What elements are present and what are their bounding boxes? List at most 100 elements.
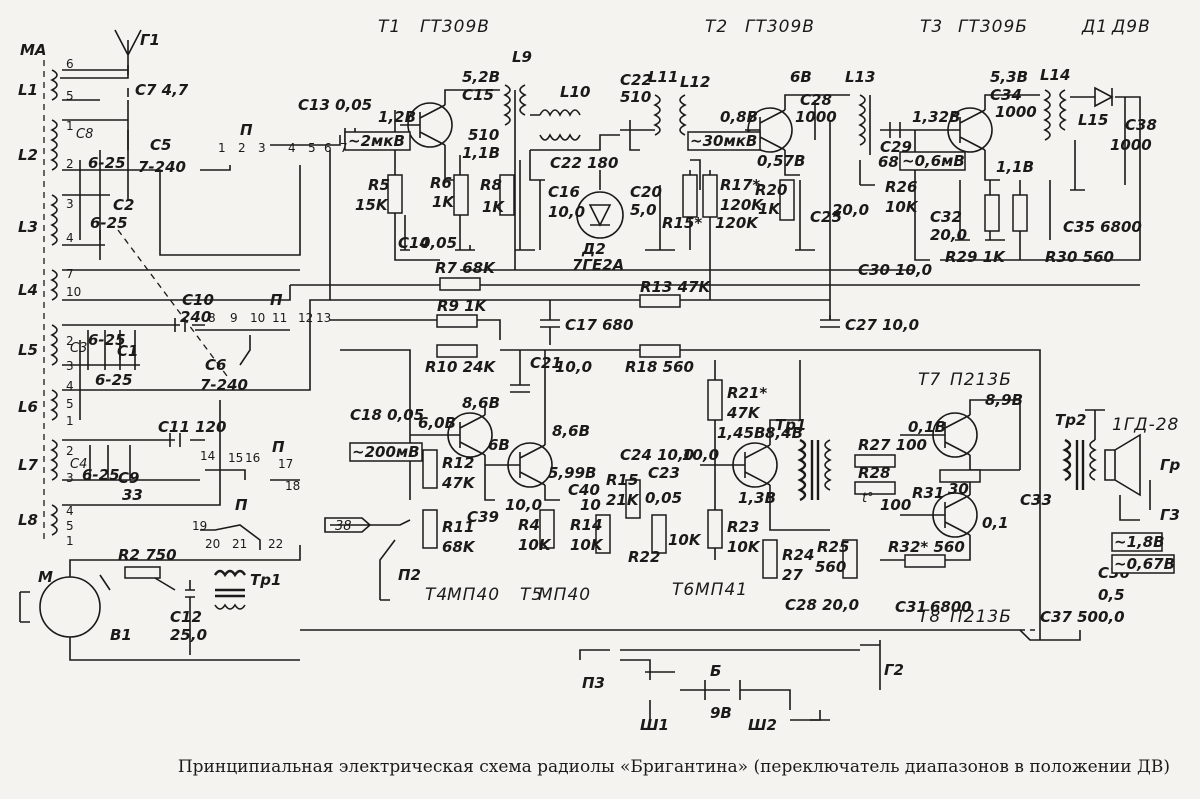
sh2-label: Ш2: [748, 716, 777, 734]
voltage-t3-base: 1,32В: [912, 108, 960, 126]
c20-value: 5,0: [630, 201, 657, 219]
switch-pin-numbers: 1 2 3 4 5 6 7 8 9 10 11 12 13 14 15 16 1…: [192, 141, 348, 551]
r24-label: R24: [782, 546, 814, 564]
c21-value: 10,0: [555, 358, 592, 376]
coil-pin: 5: [66, 519, 74, 533]
coil-l9: L9: [512, 48, 532, 66]
component-labels: C7 4,7 C5 7-240 C13 0,05 C15 C22 510 C22…: [70, 71, 1157, 644]
r15b-label: R15: [606, 471, 638, 489]
transistor-labels: T1 ГТ309В T2 ГТ309В T3 ГТ309Б T4 МП40 T5…: [378, 17, 1151, 627]
r17-value: 120K: [720, 196, 764, 214]
t7-type: П213Б: [950, 370, 1012, 390]
r15-value: 120K: [715, 214, 759, 232]
r12-label: R12: [442, 454, 474, 472]
r23-label: R23: [727, 518, 759, 536]
c14-label: C14: [398, 234, 430, 252]
pin-18: 18: [285, 479, 300, 493]
jack3-label: Г3: [1160, 506, 1180, 524]
signal-t1-input: ~2мкВ: [348, 132, 405, 150]
c28b-label: C28 20,0: [785, 596, 859, 614]
coil-pin: 4: [66, 231, 74, 245]
coil-pin: 2: [66, 444, 74, 458]
coil-l6: L6: [18, 398, 38, 416]
coil-pin: 4: [66, 504, 74, 518]
coil-l15: L15: [1078, 111, 1108, 129]
pin-22: 22: [268, 537, 283, 551]
pin-19: 19: [192, 519, 207, 533]
t4-type: МП40: [447, 585, 500, 605]
voltage-t5-emitter: 5,99В: [548, 464, 596, 482]
r18-label: R18 560: [625, 358, 694, 376]
pin-10: 10: [250, 311, 265, 325]
c27-label: C27 10,0: [845, 316, 919, 334]
r26-label: R26: [885, 178, 917, 196]
c32-value: 20,0: [930, 226, 967, 244]
r28-label: R28: [858, 464, 890, 482]
t4-ref: T4: [425, 585, 448, 605]
c6-value: 7-240: [200, 376, 248, 394]
r13-label: R13 47K: [640, 278, 712, 296]
voltage-t1-base: 1,2В: [378, 108, 416, 126]
r14-label: R14: [570, 516, 602, 534]
voltage-t4-collector: 8,6В: [462, 394, 500, 412]
c22b-label: C22 180: [550, 154, 618, 172]
voltage-t3-emitter: 1,1В: [996, 158, 1034, 176]
battery-label: Б: [710, 662, 721, 680]
trimmer-c4-value: 6-25: [82, 466, 120, 484]
t2-ref: T2: [705, 17, 728, 37]
d1-ref: Д1: [1081, 17, 1108, 37]
voltage-t1-collector: 5,2В: [462, 68, 500, 86]
coil-l3: L3: [18, 218, 38, 236]
pin-1: 1: [218, 141, 226, 155]
r25-label: R25: [817, 538, 849, 556]
switch-label-1: П: [240, 121, 253, 139]
tp1-output-label: Тр1: [775, 416, 806, 434]
r31-value: 30: [948, 480, 969, 498]
pin-13: 13: [316, 311, 331, 325]
r20-value: 1K: [758, 200, 781, 218]
diagram-caption: Принципиальная электрическая схема радио…: [0, 757, 1200, 777]
c25-label: C25: [810, 208, 842, 226]
voltage-labels: 1,2В 5,2В 1,1В 510 6В 0,8В 0,57В 5,3В 1,…: [378, 68, 1034, 532]
t1-ref: T1: [378, 17, 401, 37]
coil-l10: L10: [560, 83, 590, 101]
coil-pin: 6: [66, 57, 74, 71]
r31-label: R31: [912, 484, 944, 502]
trimmer-c8-value: 6-25: [88, 154, 126, 172]
c23-label: C23: [648, 464, 680, 482]
c2-label: C2: [113, 196, 134, 214]
coil-l5: L5: [18, 341, 38, 359]
r12-value: 47K: [441, 474, 476, 492]
d2-ref: Д2: [581, 240, 606, 258]
t3-type: ГТ309Б: [958, 17, 1028, 37]
voltage-t6-collector: 8,4В: [765, 424, 803, 442]
r14-value: 10K: [570, 536, 604, 554]
c30-label: C30 10,0: [858, 261, 932, 279]
voltage-t2-collector: 6В: [790, 68, 812, 86]
c25-value: 20,0: [832, 201, 869, 219]
r8-value: 1K: [482, 198, 505, 216]
coil-pin-numbers: 6 5 1 2 3 4 7 10 2 3 4 5 1 2 3 4 5 1: [66, 57, 81, 548]
r22-value: 10K: [668, 531, 702, 549]
voltage-t2-base: 0,8В: [720, 108, 758, 126]
d1-type: Д9В: [1111, 17, 1151, 37]
r5-value: 15K: [355, 196, 389, 214]
c13-label: C13 0,05: [298, 96, 372, 114]
c5-value: 7-240: [138, 158, 186, 176]
c28-label: C28: [800, 91, 832, 109]
coil-l12: L12: [680, 73, 710, 91]
voltage-t6-emitter: 1,3В: [738, 489, 776, 507]
coil-pin: 1: [66, 414, 74, 428]
p2-label: П2: [398, 566, 421, 584]
c39-value: 10,0: [505, 496, 542, 514]
switch-label-4: П: [235, 496, 248, 514]
pin-14: 14: [200, 449, 215, 463]
coil-l14: L14: [1040, 66, 1070, 84]
coil-pin: 1: [66, 119, 74, 133]
c36-value: 0,5: [1098, 586, 1125, 604]
motor-label: М: [38, 568, 53, 586]
speaker-type: 1ГД-28: [1112, 415, 1179, 435]
r7-label: R7 68K: [435, 259, 496, 277]
coil-l11: L11: [648, 68, 678, 86]
c40-label: C40: [568, 481, 600, 499]
